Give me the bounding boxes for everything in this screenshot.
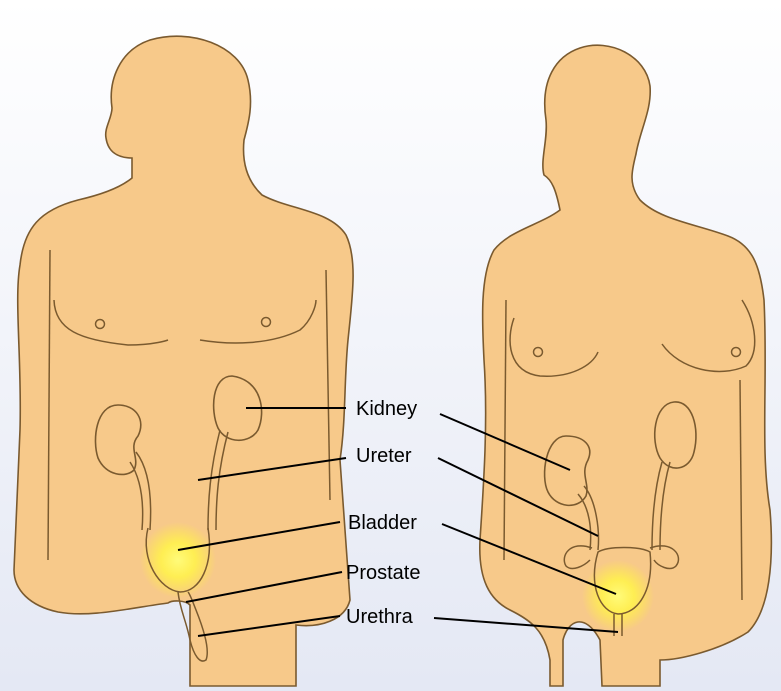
male-kidney-left xyxy=(95,405,140,474)
label-ureter: Ureter xyxy=(356,445,412,467)
label-bladder: Bladder xyxy=(348,512,417,534)
male-bladder-glow xyxy=(140,522,216,598)
label-prostate: Prostate xyxy=(346,562,420,584)
label-urethra: Urethra xyxy=(346,606,414,628)
label-kidney: Kidney xyxy=(356,398,417,420)
female-kidney-right xyxy=(655,402,696,468)
female-kidney-left xyxy=(545,436,590,505)
